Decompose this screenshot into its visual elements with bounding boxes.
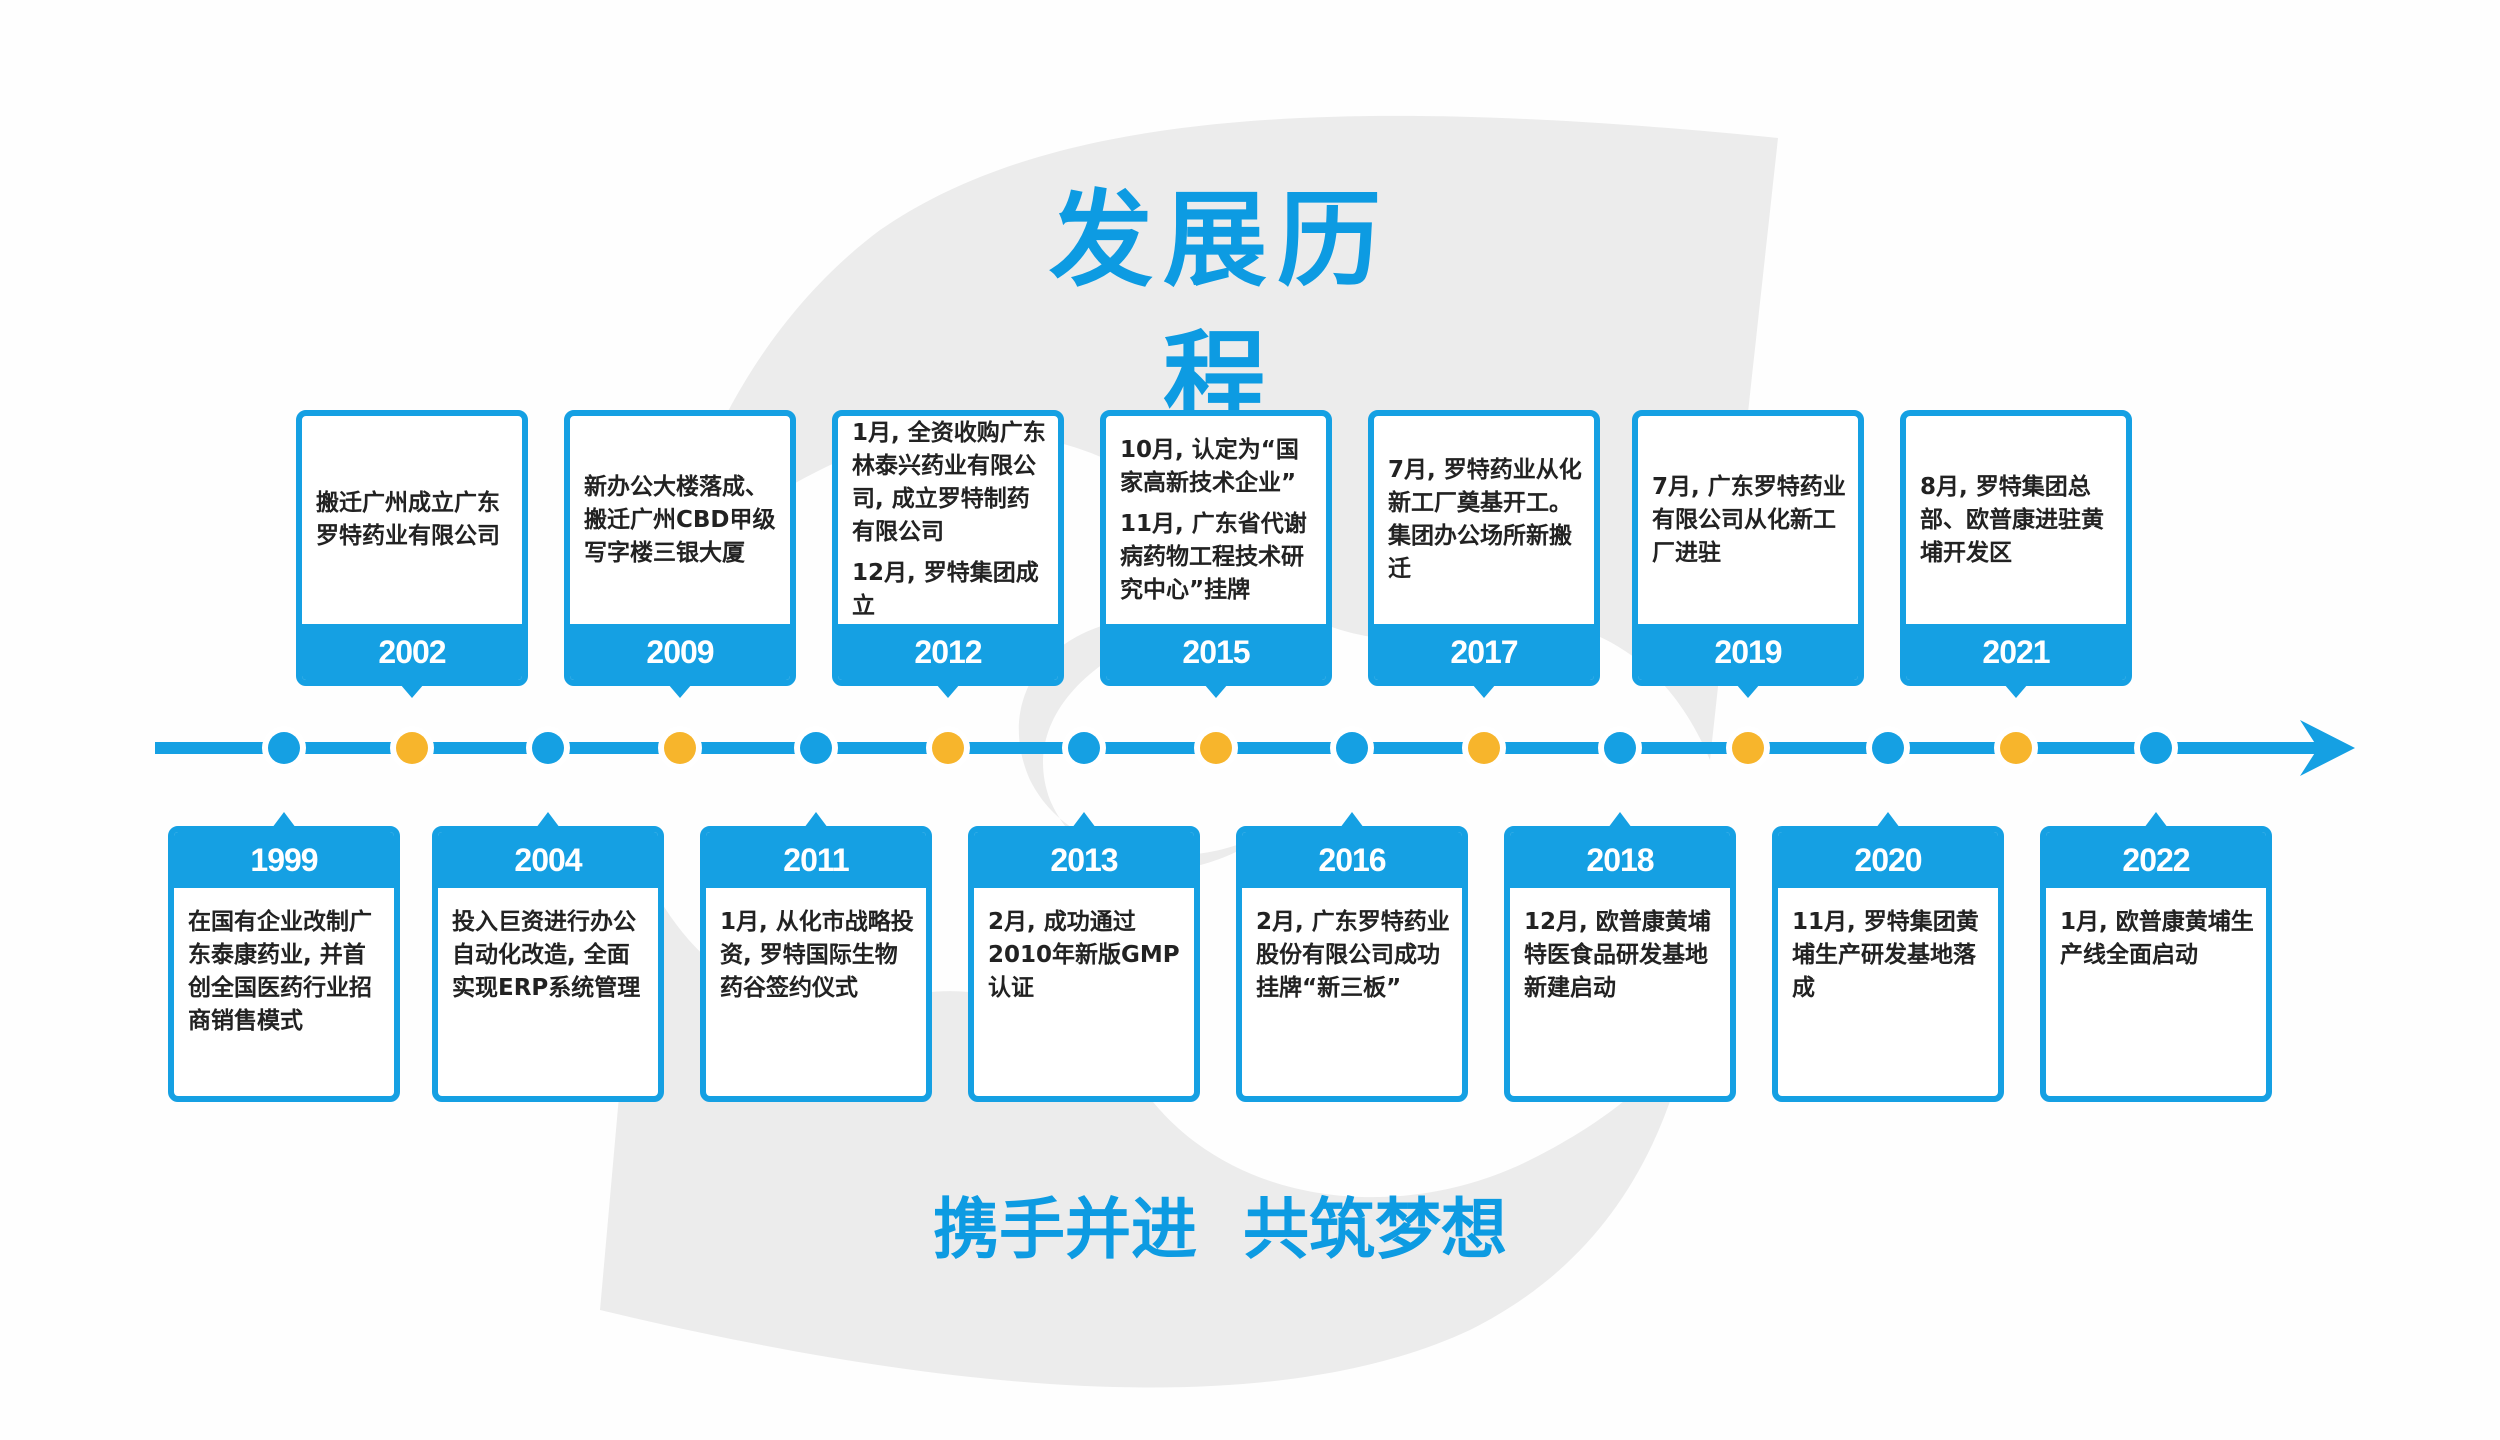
milestone-line: 10月, 认定为“国家高新技术企业” bbox=[1120, 436, 1299, 496]
timeline-dot bbox=[1872, 732, 1904, 764]
milestone-card-2009: 新办公大楼落成、搬迁广州CBD甲级写字楼三银大厦 2009 bbox=[564, 410, 796, 686]
milestone-pointer bbox=[1736, 684, 1760, 698]
milestone-line: 7月, 广东罗特药业有限公司从化新工厂进驻 bbox=[1652, 473, 1846, 566]
milestone-card-2012: 1月, 全资收购广东林泰兴药业有限公司, 成立罗特制药有限公司 12月, 罗特集团… bbox=[832, 410, 1064, 686]
milestone-text: 7月, 广东罗特药业有限公司从化新工厂进驻 bbox=[1652, 422, 1848, 618]
milestone-pointer bbox=[936, 684, 960, 698]
timeline-dot bbox=[1200, 732, 1232, 764]
timeline-dot bbox=[2000, 732, 2032, 764]
timeline-arrowhead bbox=[2300, 720, 2355, 776]
milestone-year: 2018 bbox=[1510, 832, 1730, 888]
milestone-line: 2月, 广东罗特药业股份有限公司成功挂牌“新三板” bbox=[1256, 909, 1450, 1001]
milestone-year: 2015 bbox=[1106, 624, 1326, 680]
timeline-dot bbox=[800, 732, 832, 764]
timeline-dot bbox=[396, 732, 428, 764]
milestone-year: 2016 bbox=[1242, 832, 1462, 888]
milestone-card-2018: 12月, 欧普康黄埔特医食品研发基地新建启动 2018 bbox=[1504, 826, 1736, 1102]
milestone-card-2020: 11月, 罗特集团黄埔生产研发基地落成 2020 bbox=[1772, 826, 2004, 1102]
milestone-year: 2004 bbox=[438, 832, 658, 888]
milestone-line: 新办公大楼落成、搬迁广州CBD甲级写字楼三银大厦 bbox=[584, 473, 776, 566]
watermark-lower-stroke bbox=[600, 860, 1690, 1388]
milestone-pointer bbox=[400, 684, 424, 698]
milestone-card-2016: 2月, 广东罗特药业股份有限公司成功挂牌“新三板” 2016 bbox=[1236, 826, 1468, 1102]
milestone-pointer bbox=[804, 812, 828, 828]
milestone-line: 在国有企业改制广东泰康药业, 并首创全国医药行业招商销售模式 bbox=[188, 909, 372, 1034]
milestone-card-2013: 2月, 成功通过2010年新版GMP认证 2013 bbox=[968, 826, 1200, 1102]
timeline-dot bbox=[1468, 732, 1500, 764]
milestone-text: 2月, 成功通过2010年新版GMP认证 bbox=[988, 906, 1184, 1005]
milestone-year: 2021 bbox=[1906, 624, 2126, 680]
milestone-text: 投入巨资进行办公自动化改造, 全面实现ERP系统管理 bbox=[452, 906, 648, 1005]
milestone-card-2021: 8月, 罗特集团总部、欧普康进驻黄埔开发区 2021 bbox=[1900, 410, 2132, 686]
timeline-dot bbox=[1732, 732, 1764, 764]
milestone-card-2002: 搬迁广州成立广东罗特药业有限公司 2002 bbox=[296, 410, 528, 686]
milestone-text: 1月, 全资收购广东林泰兴药业有限公司, 成立罗特制药有限公司 12月, 罗特集团… bbox=[852, 420, 1048, 619]
milestone-pointer bbox=[1608, 812, 1632, 828]
milestone-line: 2月, 成功通过2010年新版GMP认证 bbox=[988, 909, 1180, 1001]
milestone-year: 2012 bbox=[838, 624, 1058, 680]
milestone-line: 11月, 罗特集团黄埔生产研发基地落成 bbox=[1792, 909, 1979, 1001]
milestone-year: 1999 bbox=[174, 832, 394, 888]
milestone-text: 1月, 从化市战略投资, 罗特国际生物药谷签约仪式 bbox=[720, 906, 916, 1005]
milestone-line: 12月, 欧普康黄埔特医食品研发基地新建启动 bbox=[1524, 909, 1711, 1001]
milestone-card-2011: 1月, 从化市战略投资, 罗特国际生物药谷签约仪式 2011 bbox=[700, 826, 932, 1102]
milestone-text: 8月, 罗特集团总部、欧普康进驻黄埔开发区 bbox=[1920, 422, 2116, 618]
milestone-year: 2020 bbox=[1778, 832, 1998, 888]
milestone-year: 2002 bbox=[302, 624, 522, 680]
milestone-line: 11月, 广东省代谢病药物工程技术研究中心”挂牌 bbox=[1120, 510, 1307, 603]
milestone-year: 2022 bbox=[2046, 832, 2266, 888]
timeline-dot bbox=[664, 732, 696, 764]
milestone-line: 7月, 罗特药业从化新工厂奠基开工。集团办公场所新搬迁 bbox=[1388, 457, 1582, 582]
milestone-text: 11月, 罗特集团黄埔生产研发基地落成 bbox=[1792, 906, 1988, 1005]
milestone-line: 8月, 罗特集团总部、欧普康进驻黄埔开发区 bbox=[1920, 473, 2104, 566]
milestone-card-1999: 在国有企业改制广东泰康药业, 并首创全国医药行业招商销售模式 1999 bbox=[168, 826, 400, 1102]
slogan: 携手并进 共筑梦想 bbox=[933, 1191, 1507, 1268]
timeline-dot bbox=[2140, 732, 2172, 764]
milestone-line: 1月, 欧普康黄埔生产线全面启动 bbox=[2060, 909, 2254, 968]
milestone-pointer bbox=[2144, 812, 2168, 828]
timeline-dot bbox=[1604, 732, 1636, 764]
milestone-line: 投入巨资进行办公自动化改造, 全面实现ERP系统管理 bbox=[452, 909, 641, 1001]
milestone-year: 2017 bbox=[1374, 624, 1594, 680]
timeline-dot bbox=[932, 732, 964, 764]
milestone-text: 1月, 欧普康黄埔生产线全面启动 bbox=[2060, 906, 2256, 972]
milestone-pointer bbox=[1340, 812, 1364, 828]
timeline-dot bbox=[1336, 732, 1368, 764]
milestone-year: 2011 bbox=[706, 832, 926, 888]
timeline-dot bbox=[1068, 732, 1100, 764]
milestone-line: 搬迁广州成立广东罗特药业有限公司 bbox=[316, 490, 500, 549]
milestone-text: 10月, 认定为“国家高新技术企业” 11月, 广东省代谢病药物工程技术研究中心”… bbox=[1120, 422, 1316, 618]
milestone-pointer bbox=[272, 812, 296, 828]
milestone-text: 新办公大楼落成、搬迁广州CBD甲级写字楼三银大厦 bbox=[584, 422, 780, 618]
milestone-pointer bbox=[668, 684, 692, 698]
milestone-pointer bbox=[1072, 812, 1096, 828]
milestone-line: 12月, 罗特集团成立 bbox=[852, 560, 1039, 619]
milestone-year: 2009 bbox=[570, 624, 790, 680]
milestone-text: 搬迁广州成立广东罗特药业有限公司 bbox=[316, 422, 512, 618]
milestone-pointer bbox=[2004, 684, 2028, 698]
milestone-text: 12月, 欧普康黄埔特医食品研发基地新建启动 bbox=[1524, 906, 1720, 1005]
milestone-text: 2月, 广东罗特药业股份有限公司成功挂牌“新三板” bbox=[1256, 906, 1452, 1005]
milestone-pointer bbox=[1472, 684, 1496, 698]
milestone-text: 在国有企业改制广东泰康药业, 并首创全国医药行业招商销售模式 bbox=[188, 906, 384, 1038]
milestone-card-2004: 投入巨资进行办公自动化改造, 全面实现ERP系统管理 2004 bbox=[432, 826, 664, 1102]
timeline-dot bbox=[532, 732, 564, 764]
milestone-line: 1月, 全资收购广东林泰兴药业有限公司, 成立罗特制药有限公司 bbox=[852, 420, 1046, 545]
milestone-pointer bbox=[1204, 684, 1228, 698]
milestone-card-2019: 7月, 广东罗特药业有限公司从化新工厂进驻 2019 bbox=[1632, 410, 1864, 686]
milestone-year: 2019 bbox=[1638, 624, 1858, 680]
milestone-year: 2013 bbox=[974, 832, 1194, 888]
timeline-dot bbox=[268, 732, 300, 764]
milestone-line: 1月, 从化市战略投资, 罗特国际生物药谷签约仪式 bbox=[720, 909, 914, 1001]
milestone-text: 7月, 罗特药业从化新工厂奠基开工。集团办公场所新搬迁 bbox=[1388, 422, 1584, 618]
milestone-card-2017: 7月, 罗特药业从化新工厂奠基开工。集团办公场所新搬迁 2017 bbox=[1368, 410, 1600, 686]
milestone-pointer bbox=[1876, 812, 1900, 828]
milestone-card-2022: 1月, 欧普康黄埔生产线全面启动 2022 bbox=[2040, 826, 2272, 1102]
milestone-pointer bbox=[536, 812, 560, 828]
milestone-card-2015: 10月, 认定为“国家高新技术企业” 11月, 广东省代谢病药物工程技术研究中心”… bbox=[1100, 410, 1332, 686]
